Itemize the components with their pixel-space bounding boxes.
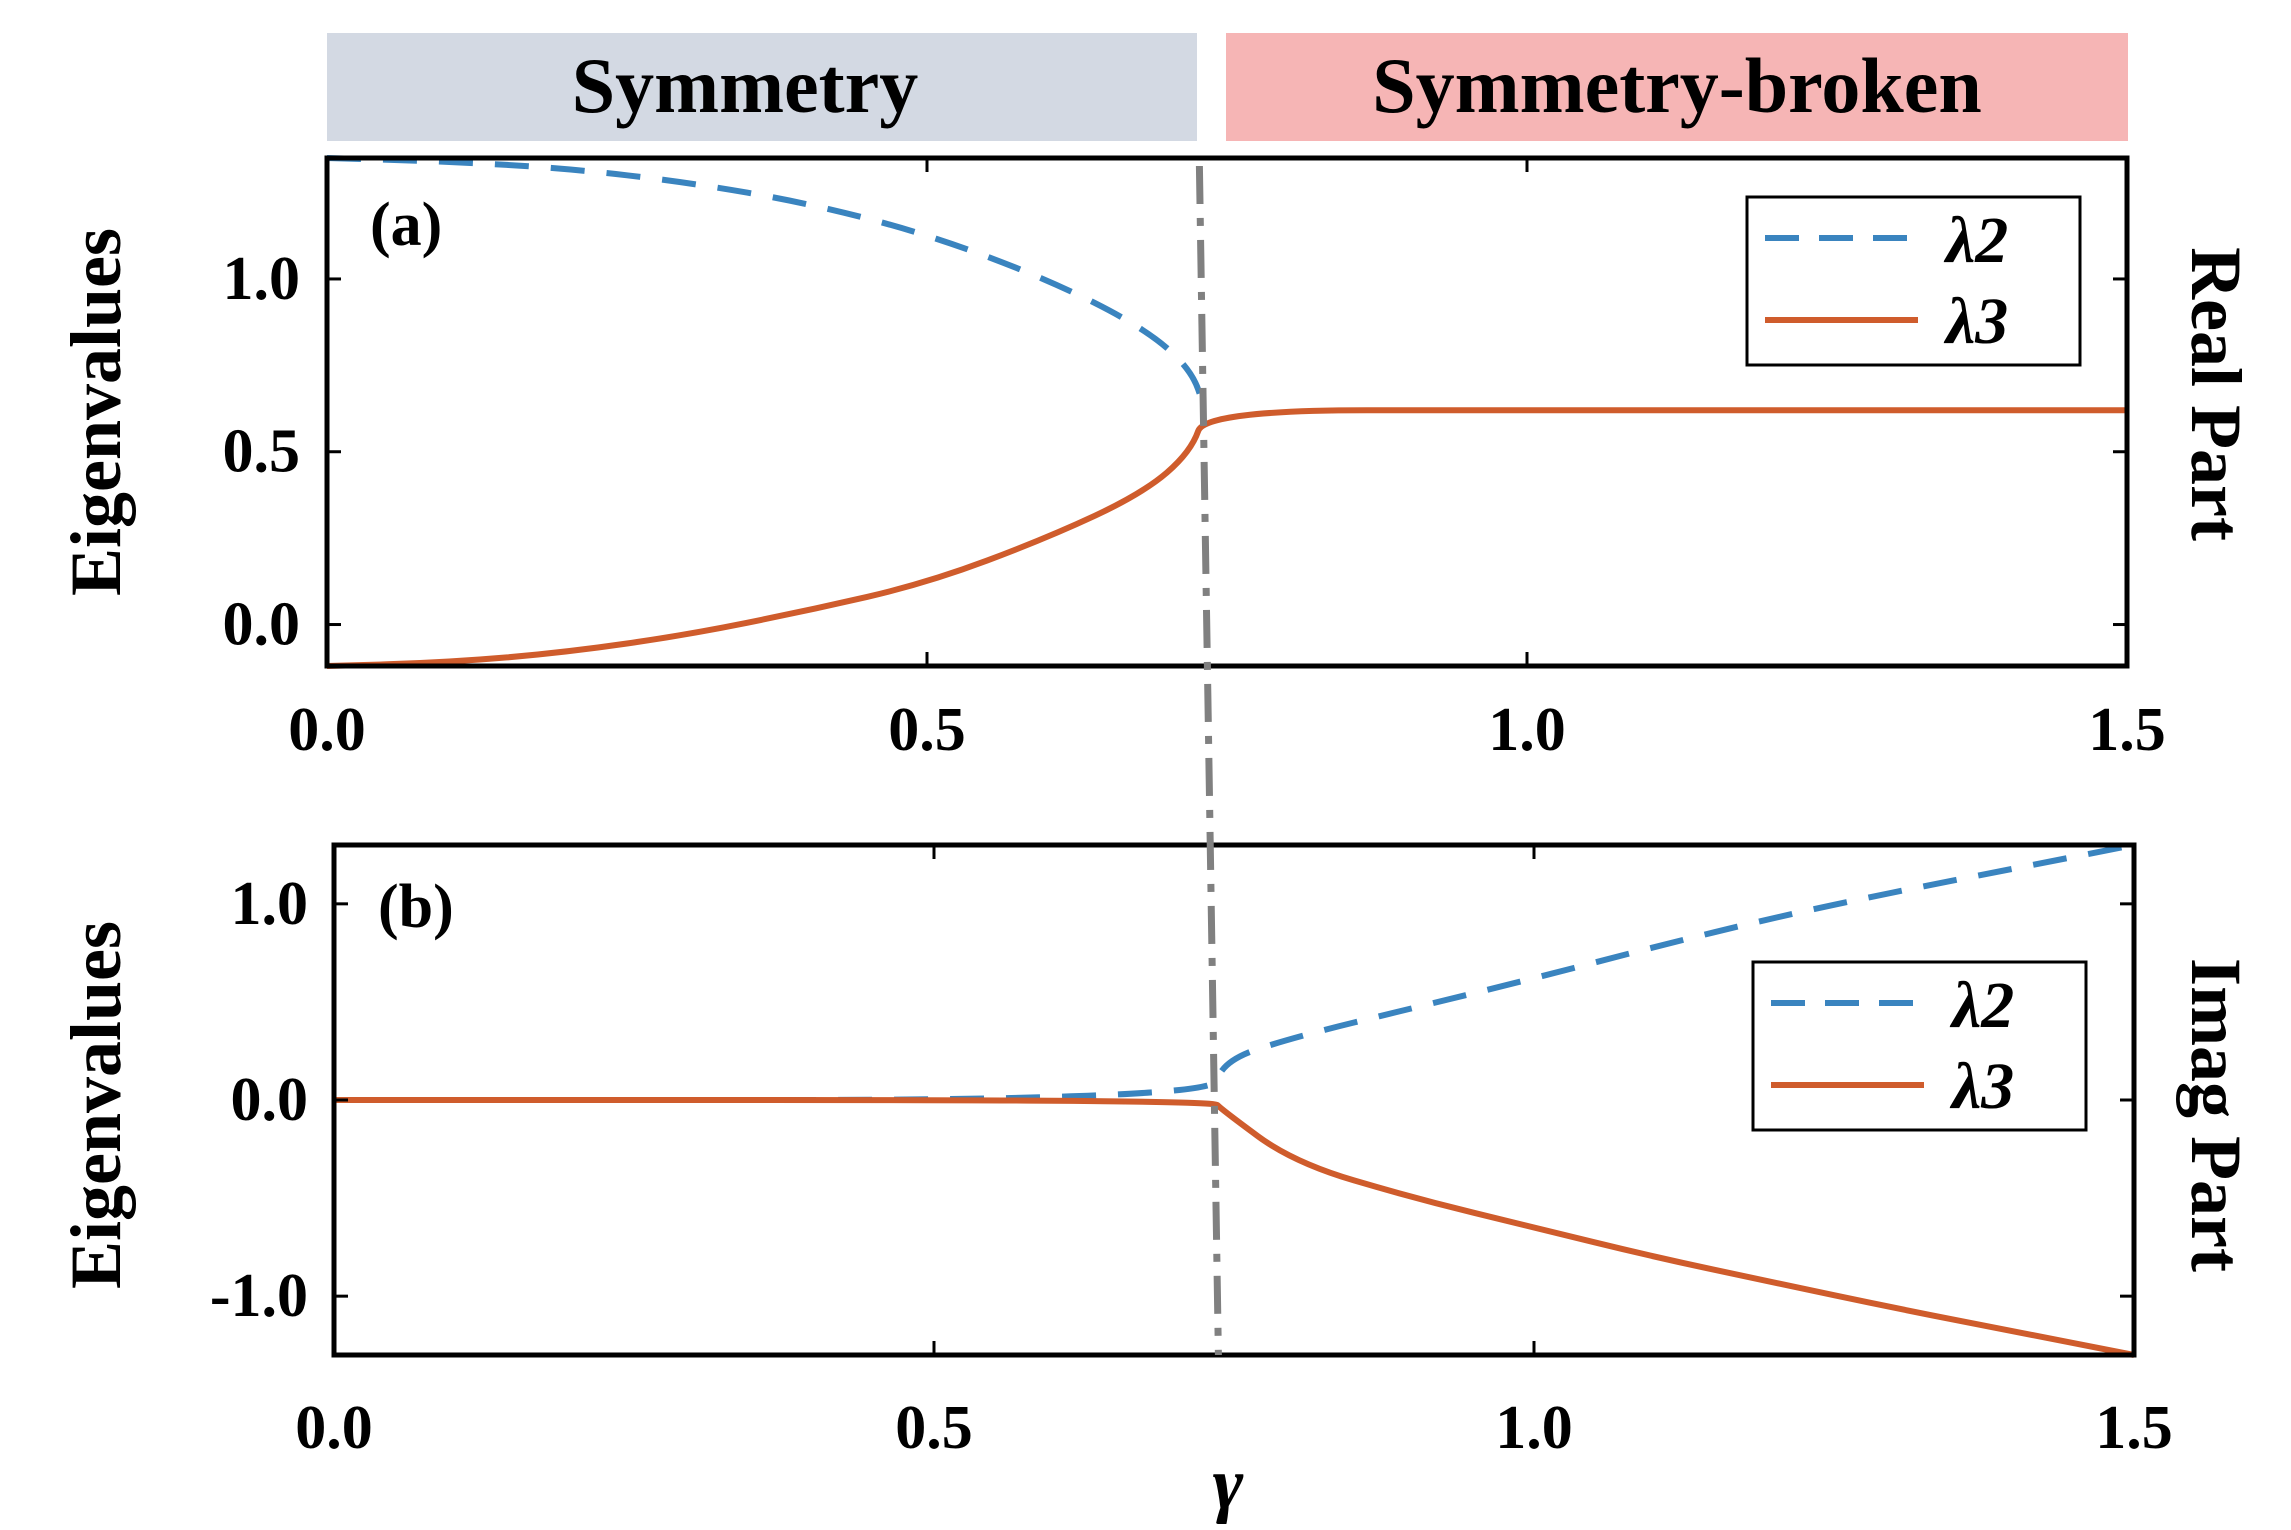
panel-a-legend-lambda2: λ2: [1943, 204, 2008, 277]
exceptional-point-divider: [1195, 165, 1222, 1356]
panel-b-series-lambda2: [334, 842, 2135, 1103]
panel-a-side-label: Real Part: [2176, 247, 2256, 541]
panel-b-ylabel: Eigenvalues: [56, 921, 136, 1289]
panel-a-ylabel: Eigenvalues: [56, 228, 136, 596]
symmetry-broken-label: Symmetry-broken: [1372, 42, 1982, 129]
panel-b-legend: λ2 λ3: [1751, 960, 2088, 1132]
panel-b-xtick-label: 1.0: [1495, 1394, 1573, 1462]
panel-a-series-lambda2: [326, 155, 1209, 412]
panel-a-legend-box: [1745, 195, 2082, 367]
panel-a-xtick-label: 0.5: [888, 696, 966, 764]
panel-b-legend-lambda3: λ3: [1949, 1050, 2014, 1123]
panel-b-series-lambda3: [334, 1097, 2135, 1358]
panel-a-ytick-label: 0.0: [223, 591, 301, 659]
panel-a-frame: [324, 155, 2130, 669]
panel-a-label: (a): [370, 191, 442, 259]
panel-b-legend-box: [1751, 960, 2088, 1132]
panel-b-ytick-label: 0.0: [231, 1066, 309, 1134]
panel-b-ytick-label: -1.0: [210, 1262, 308, 1330]
panel-a-real-part: 0.0 0.5 1.0 1.5 0.0 0.5 1.0 (a) Eigenvalues Re…: [56, 155, 2256, 764]
panel-a-series-lambda3: [326, 407, 2127, 669]
panel-a-legend: λ2 λ3: [1745, 195, 2082, 367]
panel-b-legend-lambda2: λ2: [1949, 969, 2014, 1042]
x-axis-label-gamma: γ: [1213, 1443, 1244, 1525]
panel-a-xtick-label: 0.0: [288, 696, 366, 764]
panel-a-xtick-label: 1.0: [1488, 696, 1566, 764]
panel-b-xtick-label: 0.0: [295, 1394, 373, 1462]
panel-b-label: (b): [378, 873, 454, 941]
panel-a-legend-lambda3: λ3: [1943, 285, 2008, 358]
panel-a-xtick-label: 1.5: [2088, 696, 2166, 764]
symmetry-band: [327, 33, 1197, 141]
panel-b-imag-part: 0.0 0.5 1.0 1.5 1.0 0.0 -1.0 (b) Eigenvalues I…: [56, 842, 2256, 1525]
panel-b-side-label: Imag Part: [2176, 958, 2256, 1272]
panel-b-xtick-label: 0.5: [895, 1394, 973, 1462]
panel-b-xtick-label: 1.5: [2095, 1394, 2173, 1462]
symmetry-label: Symmetry: [572, 42, 919, 129]
panel-a-ytick-label: 0.5: [223, 418, 301, 486]
broken-band: [1226, 33, 2128, 141]
panel-a-ytick-label: 1.0: [223, 245, 301, 313]
panel-b-ytick-label: 1.0: [231, 870, 309, 938]
